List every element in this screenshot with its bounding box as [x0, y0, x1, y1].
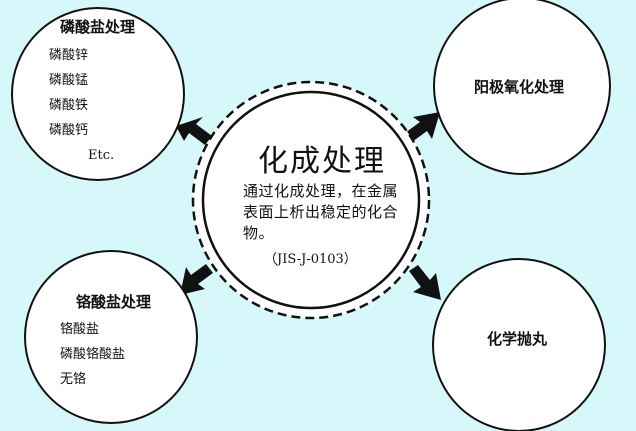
center-inner-circle: [201, 90, 421, 310]
phosphate-circle: [11, 7, 185, 181]
center-code: （JIS-J-0103）: [264, 252, 357, 267]
anodize-circle: [433, 0, 611, 175]
arrow-to-chempolish: [409, 265, 441, 300]
chempolish-circle: [432, 258, 606, 431]
chromate-item: 无铬: [60, 372, 87, 387]
chromate-circle: [24, 250, 198, 424]
chempolish-title: 化学抛丸: [487, 330, 548, 348]
arrow-to-anodize: [405, 112, 440, 142]
chromate-title: 铬酸盐处理: [76, 293, 152, 311]
chromate-item: 铬酸盐: [60, 322, 100, 337]
phosphate-item: 磷酸铁: [49, 98, 89, 113]
phosphate-title: 磷酸盐处理: [60, 18, 136, 36]
arrow-to-chromate: [180, 264, 213, 295]
center-title: 化成处理: [258, 144, 386, 179]
center-description: 通过化成处理，在金属表面上析出稳定的化合物。: [243, 182, 399, 242]
arrow-to-phosphate: [176, 117, 212, 145]
phosphate-item: Etc.: [88, 148, 115, 163]
phosphate-item: 磷酸锰: [49, 73, 89, 88]
chromate-item: 磷酸铬酸盐: [60, 347, 126, 362]
phosphate-item: 磷酸钙: [49, 123, 89, 138]
phosphate-item: 磷酸锌: [49, 48, 89, 63]
anodize-title: 阳极氧化处理: [474, 78, 565, 96]
